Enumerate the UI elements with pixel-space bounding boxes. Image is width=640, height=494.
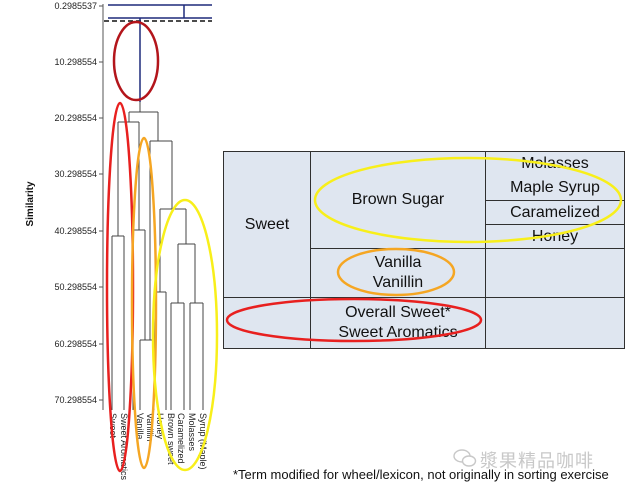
- leaf-label: Brown sweet: [166, 413, 176, 465]
- empty-cell: [223, 297, 311, 349]
- leaf-label: Molasses: [187, 413, 197, 452]
- wechat-icon: [453, 449, 477, 467]
- empty-cell: [485, 248, 625, 298]
- tick-label: 40.298554: [54, 226, 97, 236]
- leaf-label: Honey: [155, 413, 165, 440]
- watermark-text: 漿果精品咖啡: [480, 451, 594, 472]
- root-cluster-ellipse: [112, 20, 160, 102]
- yellow-cluster-ellipse: [151, 198, 219, 472]
- sweet-lexicon-table: Sweet Brown Sugar Molasses Maple Syrup C…: [223, 151, 625, 349]
- leaf-label: Vanillin: [145, 413, 155, 441]
- empty-cell: [485, 297, 625, 349]
- leaf-label: Caramelized: [176, 413, 186, 464]
- tick-label: 10.298554: [54, 57, 97, 67]
- term-brown-sugar: Brown Sugar: [310, 151, 486, 249]
- tick-label: 50.298554: [54, 282, 97, 292]
- tick-label: 0.2985537: [54, 1, 97, 11]
- y-axis-ticks: 0.2985537 10.298554 20.298554 30.298554 …: [54, 1, 103, 405]
- term-vanilla-label: Vanilla: [374, 254, 422, 271]
- y-axis-label: Similarity: [25, 181, 36, 226]
- leaf-label: Sweet: [108, 413, 118, 439]
- term-molasses: Molasses: [485, 151, 625, 176]
- term-overall-sweet-label: Overall Sweet*: [345, 304, 451, 321]
- footnote: *Term modified for wheel/lexicon, not or…: [233, 467, 609, 482]
- term-vanilla: Vanilla Vanillin: [310, 248, 486, 298]
- tick-label: 70.298554: [54, 395, 97, 405]
- leaf-label: Sweet Aromatics: [119, 413, 129, 481]
- term-honey: Honey: [485, 224, 625, 249]
- leaf-label: Syrup (Maple): [198, 413, 208, 470]
- dendrogram-branches: [111, 102, 204, 410]
- leaf-label: Vanilla: [135, 413, 145, 439]
- term-sweet-aromatics-label: Sweet Aromatics: [338, 324, 458, 341]
- orange-cluster-ellipse: [130, 136, 158, 470]
- tick-label: 60.298554: [54, 339, 97, 349]
- leaf-labels: Sweet Sweet Aromatics Vanilla Vanillin H…: [108, 413, 208, 481]
- category-sweet: Sweet: [223, 151, 311, 298]
- tick-label: 30.298554: [54, 169, 97, 179]
- term-caramelized: Caramelized: [485, 200, 625, 225]
- term-overall-sweet: Overall Sweet* Sweet Aromatics: [310, 297, 486, 349]
- term-maple-syrup: Maple Syrup: [485, 175, 625, 201]
- term-vanillin-label: Vanillin: [372, 274, 424, 291]
- tick-label: 20.298554: [54, 113, 97, 123]
